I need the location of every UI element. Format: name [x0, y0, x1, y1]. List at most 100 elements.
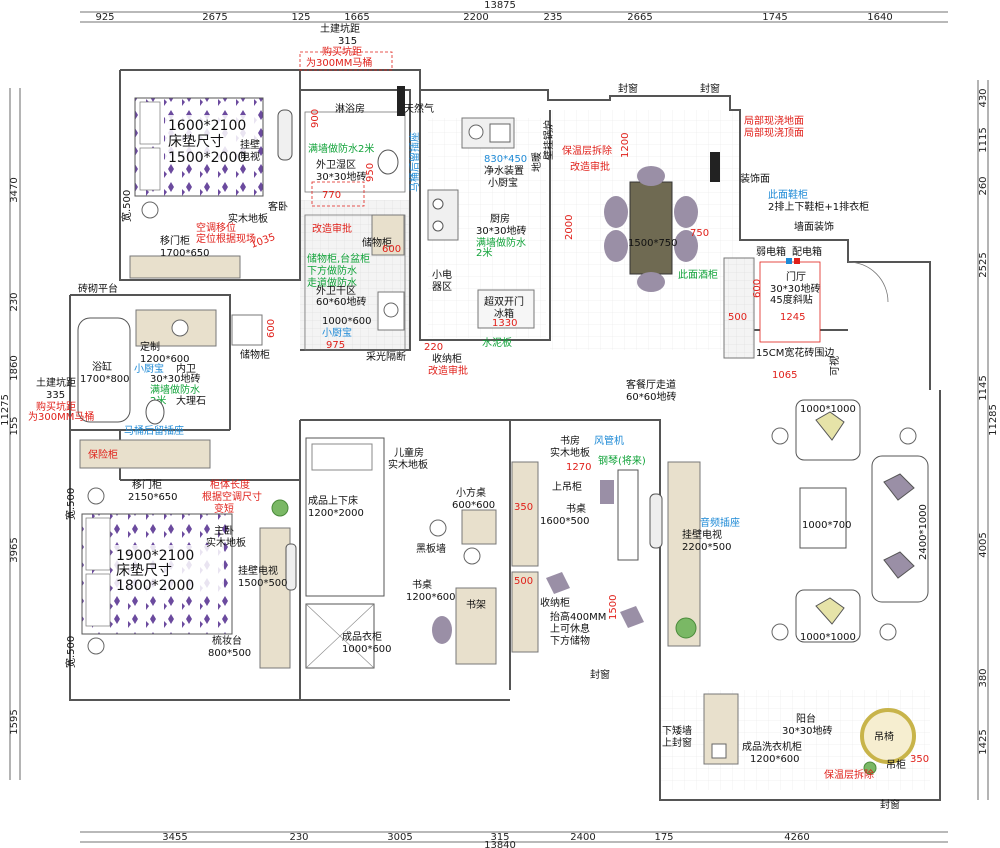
audio-socket-label: 音频插座: [700, 516, 740, 529]
cement-board-label: 水泥板: [482, 336, 512, 349]
kids-floor-label: 实木地板: [388, 458, 428, 471]
right-dim-3: 260: [978, 176, 989, 195]
small-appliance-1: 小电: [432, 268, 452, 281]
tv-cabinet: [667, 461, 701, 647]
decor-wall-label: 装饰面: [740, 172, 770, 185]
top-pit-title: 土建坑距: [320, 22, 360, 35]
hanging-chair-label: 吊椅: [874, 730, 894, 743]
top-dim-7: 2665: [627, 12, 652, 23]
bunk-label: 成品上下床: [308, 494, 358, 507]
storage-k-label: 收纳柜: [432, 352, 462, 365]
living-room: 客餐厅走道 60*60地砖 1000*1000 1000*700 2400*10…: [626, 378, 929, 647]
chair-icon: [674, 230, 698, 262]
storage-basin-note-1: 储物柜,台盆柜: [307, 252, 370, 265]
wall-boiler-label: 壁挂锅炉: [542, 120, 555, 160]
bottom-total-dim: 13840: [484, 840, 516, 848]
dim-1065: 1065: [772, 370, 797, 381]
shoe-cabinet-note-1: 此面鞋柜: [768, 188, 808, 201]
dim-950: 950: [365, 163, 376, 182]
brick-platform-label: 砖砌平台: [78, 282, 118, 295]
study-floor: 实木地板: [550, 446, 590, 459]
basin-icon: [171, 319, 189, 337]
partial-top-note: 局部现浇顶面: [744, 126, 804, 139]
upper-cabinet: [511, 461, 539, 567]
dim-770: 770: [322, 190, 341, 201]
cooktop: [427, 189, 459, 241]
chair-icon: [637, 166, 665, 186]
bottom-dimension-line: 3455 230 3005 315 2400 175 4260 13840: [80, 831, 948, 848]
shower-label: 淋浴房: [335, 102, 365, 115]
top-pit-note: 土建坑距 315 购买坑距 为300MM马桶: [299, 22, 393, 71]
master-sliding-label: 移门柜: [132, 478, 162, 491]
left-dimension-line: 3470 230 1860 155 3965 1595 11275: [0, 88, 21, 780]
dining-table: [629, 181, 673, 275]
toilet-socket-note-2: 马桶后留插座: [124, 424, 184, 437]
lamp-icon: [879, 623, 897, 641]
left-pit-title: 土建坑距: [36, 376, 76, 389]
study-room: 书房 实木地板 风管机 钢琴(将来) 1270 上吊柜 350 书桌 1600*…: [511, 434, 697, 681]
chair-icon: [674, 196, 698, 228]
living-tv-size: 2200*500: [682, 542, 732, 553]
master-tv-size: 1500*500: [238, 578, 288, 589]
cab-len-note-1: 柜体长度: [210, 478, 250, 491]
storage-basin-note-2: 下方做防水: [307, 264, 357, 277]
sofa-bottom-size: 1000*1000: [800, 632, 856, 643]
hall-label: 门厅: [786, 270, 806, 283]
right-dim-7: 380: [978, 668, 989, 687]
master-mattress-label: 床垫尺寸: [116, 563, 172, 579]
outer-dry-tile: 60*60地砖: [316, 295, 366, 308]
change-approve-dining: 改造审批: [570, 160, 610, 173]
decor-panel: [710, 152, 720, 182]
small-appliance-2: 器区: [432, 281, 452, 293]
chair-icon: [604, 230, 628, 262]
dim-600-side: 600: [266, 319, 277, 338]
tv-icon: [649, 493, 663, 549]
seal-window-2: 封窗: [700, 82, 720, 95]
basin-size: 1000*600: [322, 316, 372, 327]
toilet-socket-note: 马桶后留插座: [408, 132, 421, 192]
master-width-top: 宽.500: [64, 488, 77, 520]
top-dim-1: 925: [95, 12, 114, 23]
storage-cabinet: [371, 214, 405, 256]
toilet-icon: [145, 399, 165, 425]
small-table-label: 小方桌: [456, 486, 486, 499]
master-bed-size: 1900*2100: [116, 548, 194, 564]
top-dim-5: 2200: [463, 12, 488, 23]
chair-icon: [637, 272, 665, 292]
hall-diagonal-tile: [759, 261, 821, 343]
wardrobe-size: 1000*600: [342, 644, 392, 655]
study-desk-size: 1600*500: [540, 516, 590, 527]
dim-600-outer: 600: [382, 244, 401, 255]
outer-wet-label: 外卫湿区: [316, 159, 356, 171]
top-total-dim: 13875: [484, 0, 516, 11]
dining-area: 1500*750 保温层拆除 改造审批 1200 2000 750 封窗 封窗 …: [562, 82, 804, 292]
left-pit-value: 335: [46, 390, 65, 401]
dim-900: 900: [310, 109, 321, 128]
right-dim-1: 430: [978, 88, 989, 107]
low-wall-2: 上封窗: [662, 736, 692, 749]
bottom-dim-1: 3455: [162, 832, 187, 843]
bottom-dim-5: 2400: [570, 832, 595, 843]
balcony: 下矮墙 上封窗 阳台 30*30地砖 吊椅 成品洗衣机柜 1200*600 吊柜…: [662, 693, 929, 811]
bunk-size: 1200*2000: [308, 508, 364, 519]
safe-cabinet-label: 保险柜: [88, 448, 118, 461]
side-storage: [231, 314, 263, 346]
bookshelf: [455, 587, 497, 665]
bathtub: [77, 317, 131, 423]
shoe-cabinet-note-2: 2排上下鞋柜+1排衣柜: [768, 200, 869, 213]
dim-2000: 2000: [564, 215, 575, 240]
fridge-label-1: 超双开门: [484, 295, 524, 308]
cushion-icon: [620, 606, 644, 628]
left-dim-2: 230: [9, 292, 20, 311]
guest-room-label: 客卧: [268, 200, 288, 213]
ac-move-note-2: 定位根据现场: [196, 232, 256, 245]
guest-floor-label: 实木地板: [228, 212, 268, 225]
seal-window-1: 封窗: [618, 82, 638, 95]
coffee-table-size: 1000*700: [802, 520, 852, 531]
left-dim-4: 155: [9, 416, 20, 435]
low-wall-1: 下矮墙: [662, 724, 692, 737]
balcony-tile: 30*30地砖: [782, 724, 832, 737]
remove-insulation-b: 保温层拆除: [824, 768, 874, 781]
master-width-bottom: 宽.500: [64, 636, 77, 668]
